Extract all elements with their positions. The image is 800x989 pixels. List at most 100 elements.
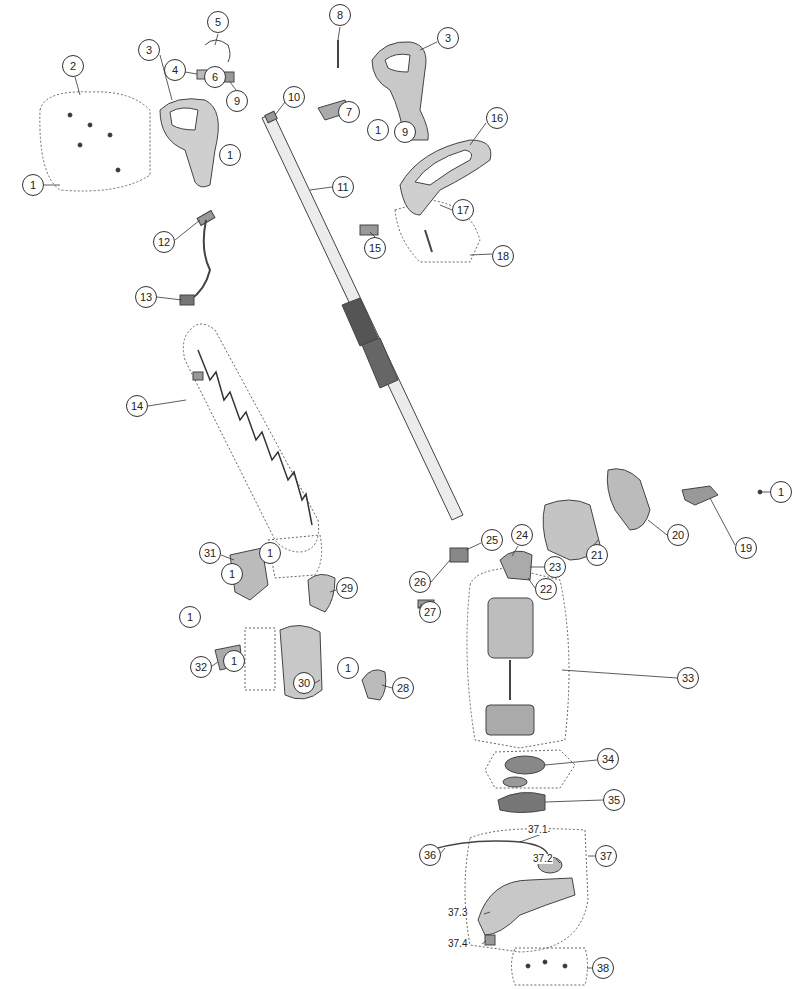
part-shape [486,705,534,735]
group-outline [467,568,569,748]
callout-number: 26 [414,577,426,588]
part-shape [450,548,468,562]
callout-circle: 12 [153,231,175,253]
callout-circle: 22 [535,578,557,600]
callout-circle: 32 [190,656,212,678]
part-shape [500,551,532,580]
callout-circle: 15 [364,237,386,259]
sub-part-number: 37.1 [527,825,548,835]
leader-line [710,498,735,545]
callout-number: 1 [267,548,273,559]
part-shape [280,625,322,699]
callout-number: 9 [402,127,408,138]
callout-number: 38 [597,963,609,974]
part-shape [198,350,312,525]
part-shape [362,338,398,388]
callout-circle: 30 [293,672,315,694]
callout-number: 37 [600,851,612,862]
callout-number: 14 [131,401,143,412]
part-shape [108,133,112,137]
callout-circle: 11 [332,176,354,198]
callout-circle: 8 [329,4,351,26]
callout-number: 31 [204,548,216,559]
leader-line [441,848,445,853]
leader-line [175,220,200,240]
callout-circle: 37 [595,845,617,867]
callout-circle: 27 [419,601,441,623]
part-shape [400,140,491,215]
callout-number: 13 [140,292,152,303]
callout-circle: 3 [437,27,459,49]
part-shape [485,935,495,945]
callout-circle: 16 [486,107,508,129]
callout-number: 7 [346,107,352,118]
leader-line [221,555,234,560]
callout-number: 35 [608,795,620,806]
part-shape [88,123,92,127]
callout-circle: 1 [367,119,389,141]
part-shape [415,150,472,185]
callout-number: 11 [337,182,348,193]
callout-circle: 2 [62,55,84,77]
callout-circle: 14 [126,395,148,417]
callout-number: 29 [341,583,353,594]
callout-circle: 1 [337,657,359,679]
callout-number: 12 [158,237,170,248]
part-shape [607,469,650,530]
callout-circle: 1 [259,542,281,564]
part-shape [68,40,762,968]
callout-circle: 19 [735,537,757,559]
callout-number: 32 [195,662,207,673]
part-shape [543,960,547,964]
part-shape [78,143,82,147]
callout-number: 27 [424,607,436,618]
leader-line [562,670,677,678]
leader-line [545,800,603,802]
callout-circle: 26 [409,571,431,593]
callout-circle: 1 [219,144,241,166]
callout-number: 3 [146,45,152,56]
leader-line [466,543,481,550]
callout-circle: 1 [22,174,44,196]
callout-circle: 4 [164,59,186,81]
callout-number: 36 [424,850,436,861]
callout-circle: 18 [492,245,514,267]
callout-circle: 28 [392,677,414,699]
callout-circle: 1 [223,650,245,672]
group-outline [40,92,588,985]
callout-number: 8 [337,10,343,21]
group-outline [40,92,150,191]
leader-line [185,72,197,74]
leader-line [762,492,770,493]
part-shape [68,113,72,117]
callout-number: 10 [288,92,300,103]
part-shape [509,660,511,700]
group-outline [485,750,575,788]
leader-line [230,82,236,90]
part-shape [563,964,567,968]
leader-line [431,560,450,582]
callout-number: 1 [229,569,235,580]
part-shape [488,598,533,658]
group-outline [183,324,318,552]
callout-circle: 13 [135,286,157,308]
callout-number: 18 [497,251,509,262]
leader-line [528,578,535,588]
callout-circle: 1 [179,606,201,628]
leader-line [588,856,595,857]
leader-line [44,27,770,968]
leader-line [212,662,218,666]
part-shape [478,878,575,935]
callout-circle: 7 [338,101,360,123]
callout-circle: 25 [481,529,503,551]
callout-circle: 17 [452,199,474,221]
callout-circle: 34 [597,748,619,770]
callout-number: 3 [445,33,451,44]
sub-part-number: 37.2 [532,854,553,864]
callout-number: 9 [234,96,240,107]
leader-line [215,34,218,45]
part-shape [265,111,277,122]
leader-line [470,123,486,145]
callout-number: 2 [70,61,76,72]
leader-line [420,42,437,50]
